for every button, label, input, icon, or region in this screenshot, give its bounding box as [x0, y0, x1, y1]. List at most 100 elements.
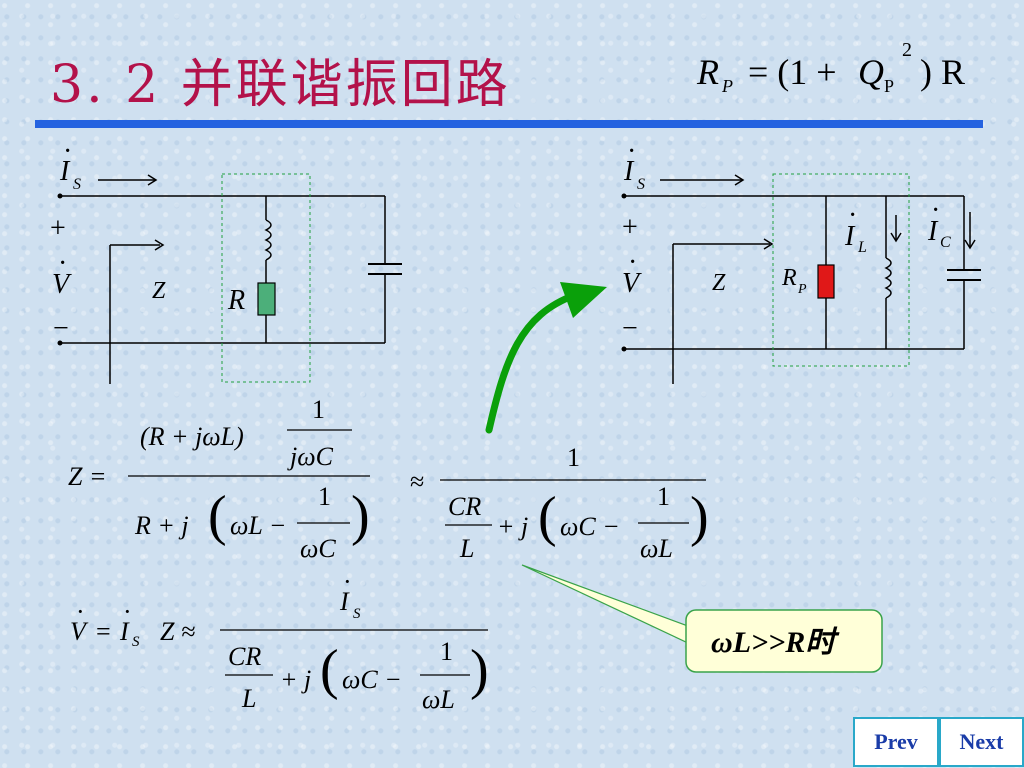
- f1-rhs-cr-num: CR: [448, 492, 481, 521]
- left-top-node: [57, 193, 63, 199]
- right-dashed-box: [772, 173, 910, 367]
- right-minus: −: [622, 313, 638, 344]
- right-rp-sub: P: [797, 282, 807, 297]
- left-v-label: V: [52, 269, 72, 300]
- right-plus: +: [622, 212, 638, 243]
- right-is-arrowhead: [734, 174, 745, 186]
- f2-lhs-v: V: [70, 617, 89, 646]
- right-z-label: Z: [712, 270, 726, 296]
- f1-approx: ≈: [410, 467, 424, 496]
- f1-num-paren: (R + jωL): [140, 422, 244, 451]
- green-arrowhead: [560, 282, 607, 318]
- f2-mid: + j: [280, 665, 311, 694]
- f2-num: I: [339, 587, 350, 616]
- f2-i: I: [119, 617, 130, 646]
- green-arrow: [485, 291, 579, 434]
- f2-lparen: (: [320, 639, 339, 701]
- f2-num-dot: ·: [343, 567, 352, 596]
- f2-rparen: ): [470, 639, 489, 701]
- f2-inner: ωC −: [342, 665, 402, 694]
- right-il-sub: L: [857, 239, 867, 256]
- right-circuit: [624, 173, 981, 384]
- f1-rhs-lparen: (: [538, 486, 557, 548]
- callout-pointer: [521, 564, 689, 644]
- left-is-dot: ·: [63, 136, 72, 167]
- title-underline: [35, 120, 983, 128]
- f1-den-frac-num: 1: [318, 482, 331, 511]
- f1-num-frac-num: 1: [312, 395, 325, 424]
- title-formula-lhs-sub: P: [721, 76, 733, 96]
- f1-den-prefix: R + j: [134, 511, 189, 540]
- left-z-label: Z: [152, 278, 166, 304]
- next-button[interactable]: Next: [939, 717, 1024, 767]
- right-il-label: I: [844, 221, 856, 252]
- f1-rhs-cr-den: L: [459, 534, 474, 563]
- prev-button[interactable]: Prev: [853, 717, 939, 767]
- f1-rhs-rparen: ): [690, 486, 709, 548]
- f2-frac-num: 1: [440, 637, 453, 666]
- f2-v-dot: ·: [76, 597, 85, 626]
- title-formula-q: Q: [858, 52, 884, 92]
- callout-text: ωL>>R时: [711, 626, 840, 659]
- f2-num-sub: S: [353, 606, 361, 622]
- right-z-arrowhead: [763, 238, 774, 250]
- f1-rhs-inner: ωC −: [560, 512, 620, 541]
- left-bottom-node: [57, 340, 63, 346]
- callout-box: [685, 609, 883, 673]
- right-bottom-node: [621, 346, 627, 352]
- left-dashed-box: [221, 173, 311, 383]
- right-is-dot: ·: [627, 136, 636, 167]
- right-ic-dot: ·: [931, 195, 940, 226]
- title-formula-q-sup: 2: [902, 39, 912, 61]
- left-plus: +: [50, 213, 66, 244]
- left-minus: −: [53, 313, 69, 344]
- title-formula-q-sub: P: [884, 76, 894, 96]
- f1-rhs-frac-num: 1: [657, 482, 670, 511]
- left-resistor: [257, 282, 276, 316]
- f1-rhs-mid: + j: [497, 512, 528, 541]
- f2-cr-num: CR: [228, 642, 261, 671]
- f2-frac-den: ωL: [422, 685, 455, 714]
- left-r-label: R: [227, 285, 245, 316]
- f2-eq: =: [96, 617, 111, 646]
- right-il-arrowhead: [890, 232, 902, 243]
- left-z-arrowhead: [154, 239, 165, 251]
- left-is-label: I: [59, 156, 71, 187]
- formula-z: Z = (R + jωL) 1 jωC R + j ( ωL − 1 ωC ) …: [68, 395, 709, 563]
- f1-den-lparen: (: [208, 485, 227, 547]
- formula-v: V · = I · S Z ≈ I · S CR L + j ( ωC − 1 …: [70, 567, 489, 714]
- right-ic-sub: C: [940, 234, 951, 251]
- right-resistor: [817, 264, 835, 299]
- f2-i-sub: S: [132, 634, 140, 650]
- right-top-node: [621, 193, 627, 199]
- f2-z: Z ≈: [160, 617, 195, 646]
- title-formula-close: ) R: [920, 52, 965, 92]
- f1-rhs-frac-den: ωL: [640, 534, 673, 563]
- title-formula: R P = (1 + Q P 2 ) R: [696, 39, 965, 96]
- f1-den-frac-den: ωC: [300, 534, 336, 563]
- left-is-sub: S: [73, 176, 81, 193]
- right-is-label: I: [623, 156, 635, 187]
- right-ic-label: I: [927, 216, 939, 247]
- right-v-dot: ·: [628, 247, 637, 278]
- right-v-label: V: [622, 268, 642, 299]
- right-rp-label: R: [781, 265, 797, 291]
- f1-lhs: Z =: [68, 462, 107, 491]
- f1-den-inner: ωL −: [230, 511, 286, 540]
- page-title: 3. 2 并联谐振回路: [50, 55, 511, 115]
- f1-rhs-num: 1: [567, 443, 580, 472]
- f2-cr-den: L: [241, 684, 256, 713]
- left-v-dot: ·: [58, 248, 67, 279]
- title-formula-lhs: R: [696, 52, 719, 92]
- f1-num-frac-den: jωC: [287, 442, 334, 471]
- right-inductor: [884, 257, 892, 299]
- left-is-arrowhead: [147, 174, 158, 186]
- left-circuit: [60, 173, 402, 384]
- f1-den-rparen: ): [351, 485, 370, 547]
- left-inductor: [264, 219, 272, 261]
- right-il-dot: ·: [848, 200, 857, 231]
- title-formula-open: = (1 +: [748, 52, 837, 92]
- right-is-sub: S: [637, 176, 645, 193]
